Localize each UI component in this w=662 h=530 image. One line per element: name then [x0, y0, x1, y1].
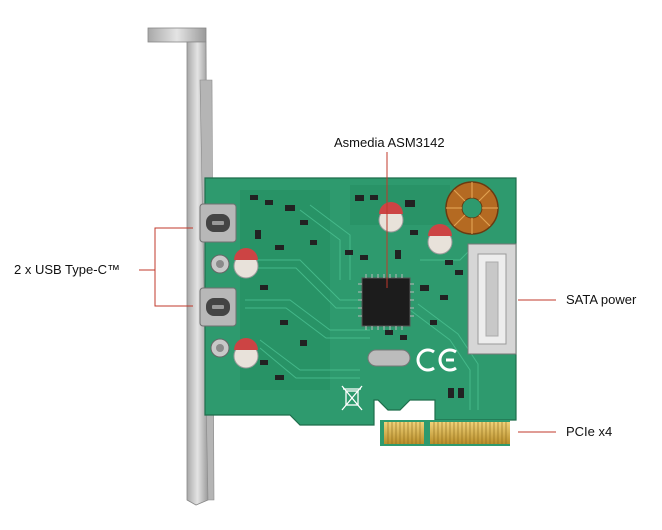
capacitor — [233, 338, 259, 369]
capacitor — [378, 202, 404, 233]
usb-type-c-port — [199, 203, 237, 243]
ce-mark — [416, 348, 457, 372]
callout-lines — [139, 152, 556, 433]
capacitor — [233, 248, 259, 279]
label-pcie-x4: PCIe x4 — [566, 424, 613, 439]
crystal-oscillator — [367, 349, 411, 367]
label-sata-power: SATA power — [566, 292, 637, 307]
toroid-inductor — [445, 181, 499, 235]
weee-bin-icon — [341, 385, 363, 411]
pcie-gold-fingers — [380, 420, 510, 446]
metal-bracket — [147, 27, 215, 506]
label-usb-type-c: 2 x USB Type-C™ — [14, 262, 120, 277]
capacitor — [427, 224, 453, 255]
sata-power-connector — [467, 243, 517, 355]
label-asmedia-chip: Asmedia ASM3142 — [334, 135, 445, 150]
asmedia-chip — [358, 274, 414, 330]
usb-type-c-port — [199, 287, 237, 327]
